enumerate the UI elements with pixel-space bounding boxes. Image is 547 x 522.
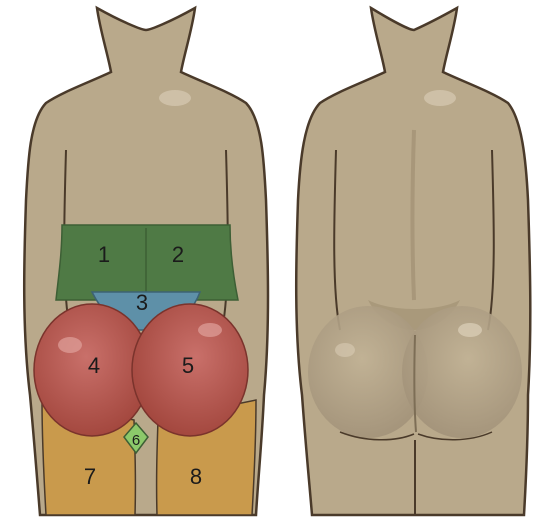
zone-1-2-region: [56, 225, 238, 300]
left-figure: 1 2 3 4 5 6 7 8: [24, 8, 268, 515]
buttock-highlight-right: [198, 323, 222, 337]
zone-label-8: 8: [190, 464, 202, 489]
zone-label-3: 3: [136, 290, 148, 315]
right-buttock-highlight: [458, 323, 482, 337]
left-buttock-highlight: [335, 343, 355, 357]
zone-label-6: 6: [132, 432, 140, 449]
zone-label-1: 1: [98, 242, 110, 267]
zone-label-4: 4: [88, 353, 100, 378]
right-figure: [296, 8, 530, 515]
spine-shadow: [413, 130, 415, 300]
zone-label-5: 5: [182, 353, 194, 378]
zone-label-2: 2: [172, 242, 184, 267]
buttock-highlight-left: [58, 337, 82, 353]
zone-label-7: 7: [84, 464, 96, 489]
right-shoulder-highlight: [424, 90, 456, 106]
shoulder-highlight: [159, 90, 191, 106]
